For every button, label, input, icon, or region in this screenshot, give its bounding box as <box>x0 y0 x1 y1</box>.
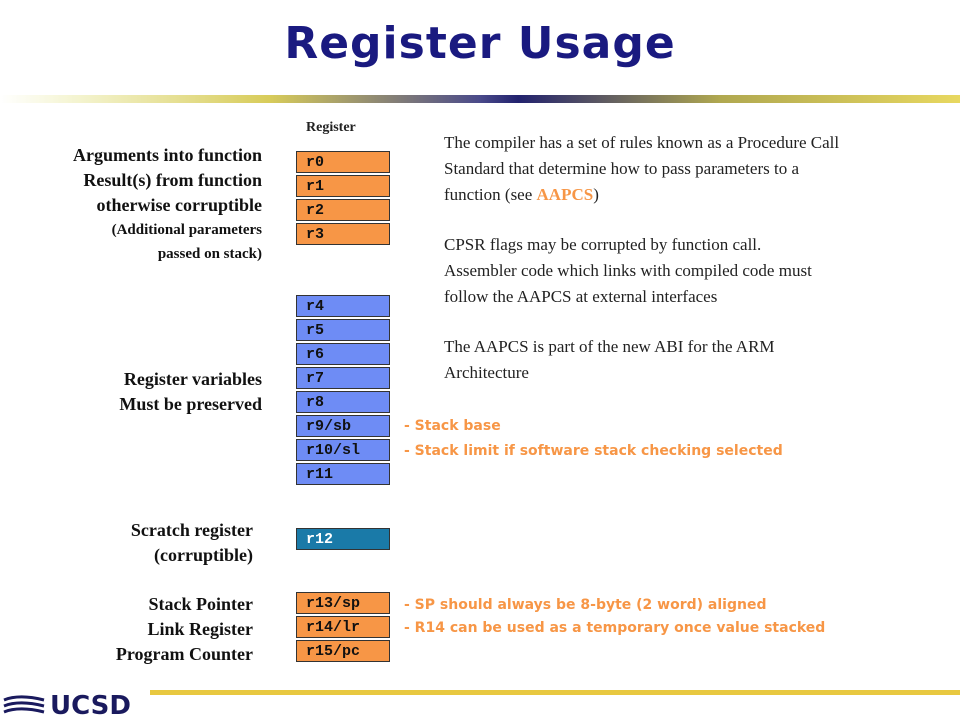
description-p1-line3-pre: function (see <box>444 185 537 204</box>
register-r12: r12 <box>296 528 390 550</box>
label-register-variables: Register variables <box>123 369 262 389</box>
register-r3: r3 <box>296 223 390 245</box>
ucsd-logo-text: UCSD <box>50 691 131 721</box>
description-p1-line3: function (see AAPCS) <box>444 182 599 208</box>
register-r5: r5 <box>296 319 390 341</box>
description-p3-line1: The AAPCS is part of the new ABI for the… <box>444 337 775 356</box>
description-p2-line2: Assembler code which links with compiled… <box>444 261 812 280</box>
register-r9-sb: r9/sb <box>296 415 390 437</box>
note-r14-temporary: - R14 can be used as a temporary once va… <box>404 620 826 636</box>
register-r2: r2 <box>296 199 390 221</box>
label-additional-params: (Additional parameters <box>111 222 262 238</box>
label-stack-pointer: Stack Pointer <box>148 594 253 614</box>
note-stack-base: - Stack base <box>404 418 501 434</box>
label-arguments: Arguments into function <box>72 145 262 165</box>
register-r11: r11 <box>296 463 390 485</box>
footer-bar <box>150 690 960 695</box>
register-r10-sl: r10/sl <box>296 439 390 461</box>
description-p2-line1: CPSR flags may be corrupted by function … <box>444 235 762 254</box>
register-r6: r6 <box>296 343 390 365</box>
page-title: Register Usage <box>284 18 676 69</box>
register-column-header: Register <box>306 120 356 135</box>
label-must-be-preserved: Must be preserved <box>119 394 262 414</box>
register-r8: r8 <box>296 391 390 413</box>
label-scratch-corruptible: (corruptible) <box>154 545 253 565</box>
register-r4: r4 <box>296 295 390 317</box>
label-corruptible: otherwise corruptible <box>96 195 262 215</box>
register-r0: r0 <box>296 151 390 173</box>
label-program-counter: Program Counter <box>115 644 253 664</box>
register-r14-lr: r14/lr <box>296 616 390 638</box>
ucsd-logo: UCSD <box>2 691 131 721</box>
note-stack-limit: - Stack limit if software stack checking… <box>404 443 783 459</box>
register-r13-sp: r13/sp <box>296 592 390 614</box>
trident-icon <box>3 695 45 714</box>
register-r7: r7 <box>296 367 390 389</box>
description-p3-line2: Architecture <box>444 363 529 382</box>
register-r15-pc: r15/pc <box>296 640 390 662</box>
note-sp-alignment: - SP should always be 8-byte (2 word) al… <box>404 597 767 613</box>
label-link-register: Link Register <box>147 619 254 639</box>
description-p2-line3: follow the AAPCS at external interfaces <box>444 287 718 306</box>
register-r1: r1 <box>296 175 390 197</box>
aapcs-highlight: AAPCS <box>536 185 594 204</box>
title-divider <box>0 95 960 103</box>
label-results: Result(s) from function <box>83 170 262 190</box>
description-p1-line2: Standard that determine how to pass para… <box>444 159 799 178</box>
description-p1-line3-post: ) <box>593 185 599 204</box>
label-scratch-register: Scratch register <box>130 520 253 540</box>
description-p1-line1: The compiler has a set of rules known as… <box>444 133 840 152</box>
label-passed-on-stack: passed on stack) <box>157 246 262 262</box>
